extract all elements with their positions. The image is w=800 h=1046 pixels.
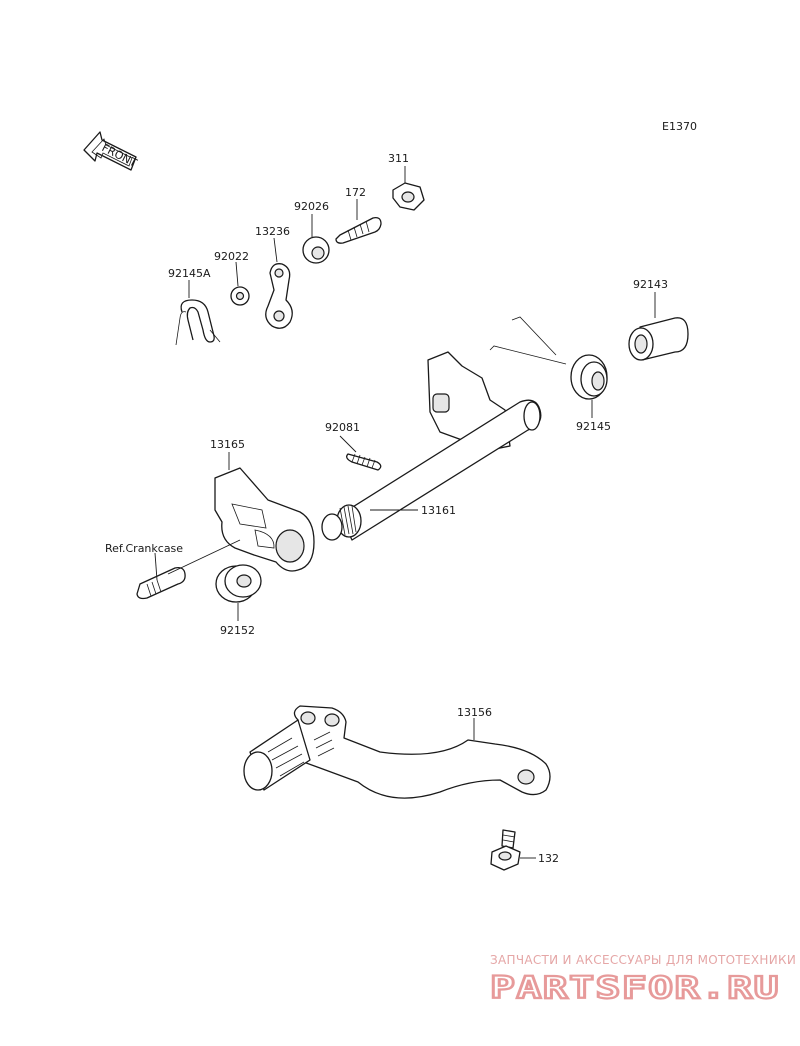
part-92081-spring: 92081 [325,421,382,471]
label-172: 172 [345,186,366,199]
part-13161-shift-shaft: 13161 [321,351,542,541]
shaft-spline [321,504,362,541]
label-92143: 92143 [633,278,668,291]
label-311: 311 [388,152,409,165]
label-92022: 92022 [214,250,249,263]
front-label: FRONT [100,141,140,170]
watermark-tagline: ЗАПЧАСТИ И АКСЕССУАРЫ ДЛЯ МОТОТЕХНИКИ [490,953,796,967]
part-132-bolt: 132 [490,829,559,871]
part-92152-seal: 92152 [215,564,262,637]
front-arrow-icon: FRONT [83,131,140,171]
part-crankcase-pin: Ref.Crankcase [105,539,241,600]
label-13236: 13236 [255,225,290,238]
label-13165: 13165 [210,438,245,451]
part-92026-collar: 92026 [294,200,330,264]
label-92026: 92026 [294,200,329,213]
part-92145-spring: 92145 [489,316,611,433]
part-92143-collar: 92143 [628,278,689,361]
watermark: ЗАПЧАСТИ И АКСЕССУАРЫ ДЛЯ МОТОТЕХНИКИ PA… [489,953,796,1007]
part-13156-pedal: 13156 [243,705,551,799]
part-92022-washer: 92022 [214,250,250,306]
diagram-code: E1370 [662,120,697,133]
label-ref-crankcase: Ref.Crankcase [105,542,183,555]
label-92152: 92152 [220,624,255,637]
part-311-nut: 311 [388,152,425,211]
label-92145A: 92145A [168,267,211,280]
part-172-stud: 172 [335,186,382,244]
watermark-brand: PARTSFOR.RU [490,971,780,1006]
part-13236-lever: 13236 [255,225,293,329]
label-132: 132 [538,852,559,865]
label-13156: 13156 [457,706,492,719]
label-13161: 13161 [421,504,456,517]
part-13165-plate: 13165 [210,438,315,572]
label-92145: 92145 [576,420,611,433]
part-92145A-spring: 92145A [168,267,221,346]
label-92081: 92081 [325,421,360,434]
